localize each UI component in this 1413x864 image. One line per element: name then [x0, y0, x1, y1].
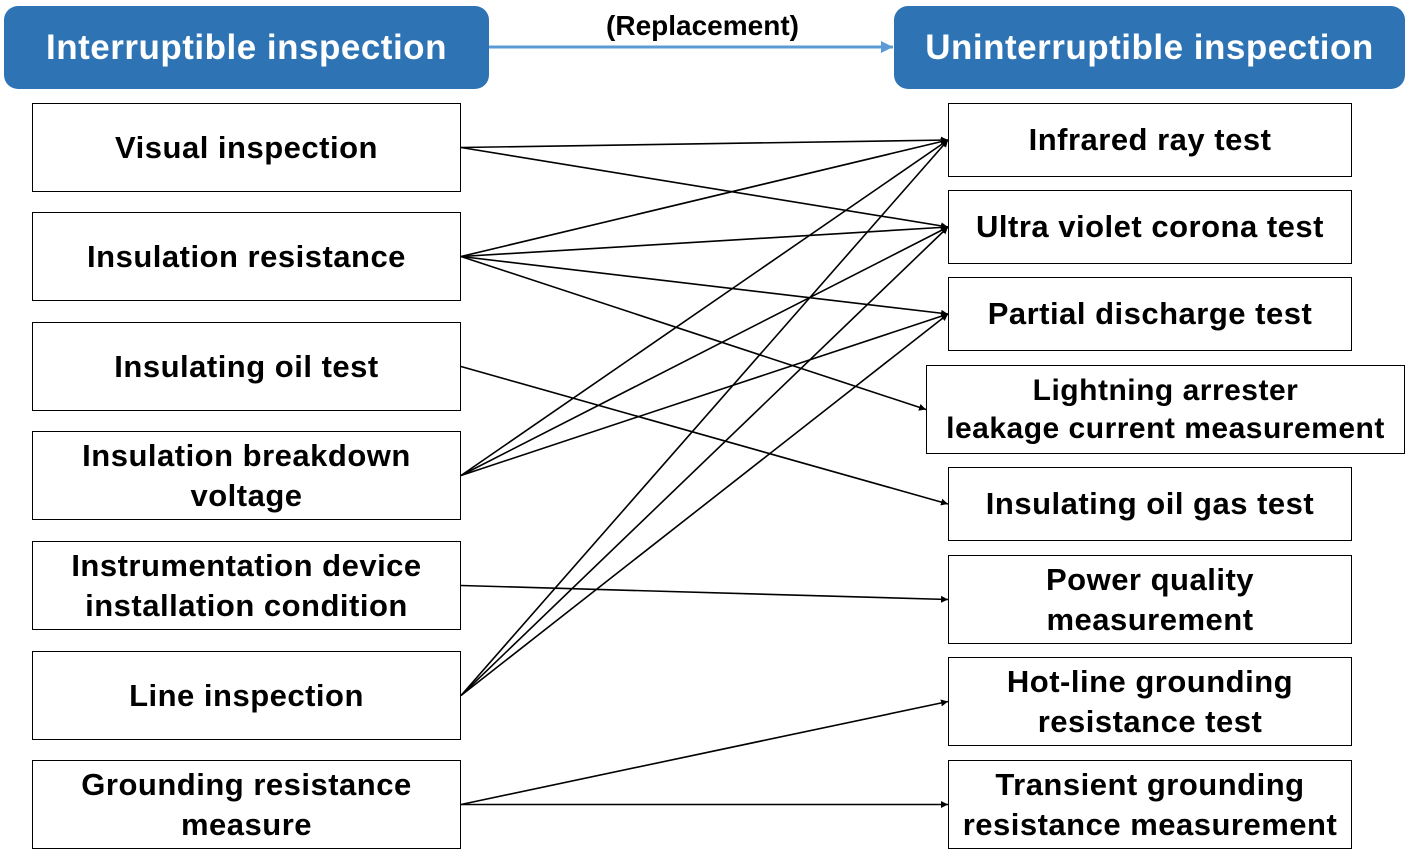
- right-item-insulating-oil-gas-test: Insulating oil gas test: [948, 467, 1352, 541]
- connector-line-inspection-to-partial-discharge: [460, 313, 949, 697]
- connector-breakdown-voltage-to-uv-corona: [460, 226, 949, 477]
- connector-breakdown-voltage-to-partial-discharge: [460, 312, 949, 477]
- connector-insulating-oil-to-oil-gas: [460, 365, 949, 506]
- right-item-power-quality: Power quality measurement: [948, 555, 1352, 644]
- left-item-grounding-resistance: Grounding resistance measure: [32, 760, 461, 849]
- right-item-uv-corona-test: Ultra violet corona test: [948, 190, 1352, 264]
- connector-insulation-resistance-to-uv-corona: [460, 223, 949, 258]
- connector-breakdown-voltage-to-infrared: [460, 139, 949, 477]
- connector-line-inspection-to-infrared: [460, 139, 949, 697]
- connector-line-inspection-to-uv-corona: [460, 226, 949, 697]
- connector-instrumentation-to-power-quality: [460, 584, 949, 603]
- connector-group: [460, 136, 949, 808]
- replacement-label: (Replacement): [606, 10, 799, 41]
- right-item-infrared-ray-test: Infrared ray test: [948, 103, 1352, 177]
- connector-insulation-resistance-to-lightning-arrester: [460, 255, 927, 411]
- left-item-visual-inspection: Visual inspection: [32, 103, 461, 192]
- connector-visual-to-infrared: [460, 136, 949, 149]
- left-item-insulation-breakdown-voltage: Insulation breakdown voltage: [32, 431, 461, 520]
- connector-insulation-resistance-to-infrared: [460, 138, 949, 258]
- left-item-instrumentation-device: Instrumentation device installation cond…: [32, 541, 461, 630]
- left-item-insulation-resistance: Insulation resistance: [32, 212, 461, 301]
- left-item-line-inspection: Line inspection: [32, 651, 461, 740]
- uninterruptible-inspection-header: Uninterruptible inspection: [894, 6, 1405, 89]
- right-item-transient-grounding: Transient grounding resistance measureme…: [948, 760, 1352, 849]
- left-item-insulating-oil-test: Insulating oil test: [32, 322, 461, 411]
- right-item-hotline-grounding: Hot-line grounding resistance test: [948, 657, 1352, 746]
- right-item-lightning-arrester: Lightning arrester leakage current measu…: [926, 365, 1405, 454]
- interruptible-inspection-header: Interruptible inspection: [4, 6, 489, 89]
- right-item-partial-discharge-test: Partial discharge test: [948, 277, 1352, 351]
- connector-visual-to-uv-corona: [460, 146, 949, 230]
- connector-grounding-resistance-to-hotline-grounding: [460, 699, 949, 806]
